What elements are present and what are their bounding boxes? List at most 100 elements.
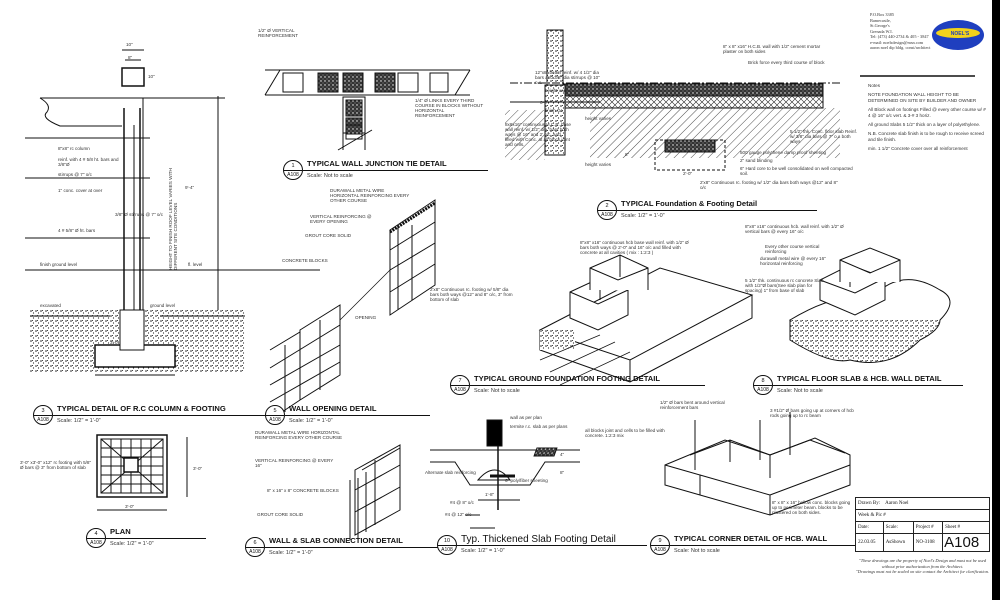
callout-d3: 3/8" Ø stirrups @ 7" o/c (115, 212, 164, 217)
callout-d3: 3'-0" (110, 340, 120, 345)
callout-d4: 3'-0" (125, 504, 135, 509)
callout-d9: 8" x 8" x 16" hollow conc. blocks going … (772, 500, 851, 516)
disclaimer-line: "Drawings must not be scaled on site con… (855, 569, 990, 574)
callout-d6: DURAWALL METAL WIRE HORIZONTAL REINFORCI… (255, 430, 343, 441)
title-underline (265, 547, 450, 548)
detail-title: PLAN (110, 527, 131, 536)
callout-d9: 1/2" Ø bars bent around vertical reinfor… (660, 400, 725, 411)
detail-title: WALL OPENING DETAIL (289, 404, 377, 413)
callout-d6: GROUT CORE SOLID (257, 512, 304, 517)
detail-number: 2 (605, 203, 609, 209)
project-header: Project # (912, 521, 944, 534)
detail-number: 10 (443, 538, 451, 544)
title-underline (617, 210, 817, 211)
note-item: N.B. Concrete slab finish is to be rough… (868, 130, 984, 142)
callout-d2: 500 gauge polythene damp proof sheeting (740, 150, 827, 155)
detail-number: 9 (658, 538, 662, 544)
detail-number: 3 (41, 408, 45, 414)
detail-sheet-ref: A108 (37, 417, 49, 423)
firm-line: St.George's (870, 23, 890, 29)
detail-sheet-ref: A108 (249, 549, 261, 555)
sheet-edge (992, 0, 1000, 600)
ground-footing-iso-drawing (538, 254, 754, 386)
floor-slab-iso-drawing (788, 247, 951, 363)
detail-sheet-ref: A108 (601, 212, 613, 218)
detail-scale: Scale: 1/2" = 1'-0" (621, 213, 665, 219)
callout-d2: finish GL (545, 108, 564, 113)
title-underline (470, 385, 705, 386)
firm-line: Grenada W.I. (870, 28, 893, 34)
callout-d3: fl. level (188, 262, 203, 267)
callout-d10: #4 @ 8" o/c (450, 500, 474, 505)
callout-d4: 3'-0" (193, 466, 203, 471)
callout-d7: 8"x8" x16" continuous hcb base wall rein… (580, 240, 689, 256)
callout-d2: height varies (585, 116, 612, 121)
detail-scale: Scale: Not to scale (777, 388, 823, 394)
callout-d10: termite r.c. slab as per plans (510, 424, 568, 429)
notes-heading: Notes (868, 83, 881, 88)
firm-line: aaron noel dip bldg. const/architect (870, 45, 931, 51)
callout-d4: 3'-0" x3'-0" x12" rc footing with 5/8" Ø… (20, 460, 92, 471)
callout-d10: #4 @ 12" o/c (445, 512, 472, 517)
callout-d3: ground level (150, 303, 176, 308)
callout-d3: excavated (40, 303, 61, 308)
scale-header: Scale: (882, 521, 914, 534)
callout-d2: 5 1/2" thk. Conc. floor slab Reinf. w/ 3… (790, 129, 857, 145)
callout-d2: 2'-0" (683, 171, 693, 176)
detail-title: TYPICAL DETAIL OF R.C COLUMN & FOOTING (57, 404, 226, 413)
detail-sheet-ref: A108 (757, 387, 769, 393)
date-value: 22.03.05 (855, 533, 884, 552)
note-item: All ground Slabs 5 1/2" thick on a layer… (868, 121, 981, 127)
callout-d6: VERTICAL REINFORCING @ EVERY 16" (255, 458, 334, 469)
detail-number: 5 (273, 408, 277, 414)
detail-number: 8 (761, 378, 765, 384)
callout-d10: 1'-8" (485, 492, 495, 497)
callout-d5: OPENING (355, 315, 377, 320)
callout-d9: all blocks joint and cells to be filled … (585, 428, 665, 439)
callout-d2: height varies (585, 162, 612, 167)
detail-number: 4 (94, 531, 98, 537)
callout-d2: Brick force every third course of block (748, 60, 825, 65)
disclaimer-line: "These drawings are the property of Noel… (858, 558, 987, 569)
svg-text:NOEL'S: NOEL'S (951, 31, 970, 37)
callout-d10: 6" poly/fiber sheeting (505, 478, 548, 483)
project-value: NO-3108 (912, 533, 944, 552)
detail-sheet-ref: A108 (441, 547, 453, 553)
note-item: NOTE FOUNDATION WALL HEIGHT TO BE DETERM… (868, 91, 977, 103)
callout-d5: GROUT CORE SOLID (305, 233, 352, 238)
callout-d10: wall as per plan (510, 415, 542, 420)
title-underline (670, 545, 855, 546)
callout-d8: Every other course vertical reinforcing (765, 244, 820, 255)
callout-d3: 8" (128, 55, 133, 60)
callout-d8: 5 1/2" thk. continuous rc concrete Slab … (745, 278, 824, 294)
note-item: min. 1 1/2" Concrete cover over all rein… (868, 145, 968, 151)
firm-logo: NOEL'S (932, 20, 984, 50)
detail-sheet-ref: A108 (454, 387, 466, 393)
firm-address: P.O.Box 3385 Bamecastle, St.George's Gre… (870, 12, 938, 51)
callout-d2: 6" Hard core to be well consolidated on … (740, 166, 853, 177)
detail-scale: Scale: 1/2" = 1'-0" (57, 418, 101, 424)
callout-d3: 10" (148, 74, 155, 79)
callout-d2: 8" (625, 152, 630, 157)
firm-line: P.O.Box 3385 (870, 12, 894, 17)
column-section-drawing (25, 49, 320, 376)
callout-d2: 2'x8" Continuous rc. footing w/ 1/2" dia… (700, 180, 838, 191)
detail-number: 1 (291, 163, 295, 169)
callout-d3: 4 # 5/8" Ø ht. bars (58, 228, 96, 233)
callout-d9: 3 #1/2" Ø bars going up at corners of hc… (770, 408, 854, 419)
detail-scale: Scale: Not to scale (474, 388, 520, 394)
callout-d10: Alternate slab reinforcing (425, 470, 476, 475)
callout-d6: 8" x 16" x 8" CONCRETE BLOCKS (267, 488, 339, 493)
footing-plan-drawing (96, 434, 188, 511)
detail-number: 6 (253, 540, 257, 546)
callout-d3: stirrups @ 7" o/c (58, 172, 92, 177)
scale-value: AsShown (882, 533, 914, 552)
